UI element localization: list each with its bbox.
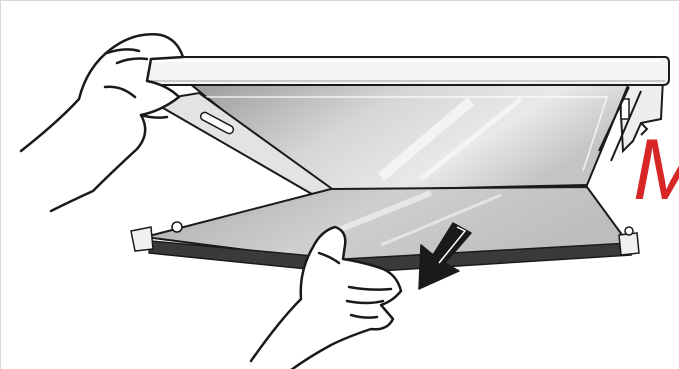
lower-glass-shelf bbox=[131, 187, 639, 273]
corner-label: M bbox=[633, 127, 679, 213]
top-frame-bar bbox=[145, 57, 669, 85]
